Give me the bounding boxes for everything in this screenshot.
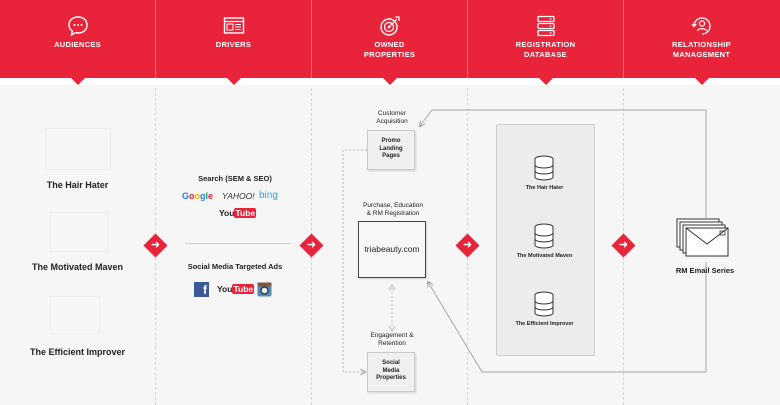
- flow-connectors: [342, 109, 600, 405]
- yahoo-logo: YAHOO!: [222, 191, 255, 201]
- database-label: The Hair Hater: [525, 185, 564, 191]
- arrow-right-icon: ➜: [462, 239, 473, 251]
- chat-bubble-icon: [67, 16, 88, 37]
- header-col-audiences: AUDIENCES: [0, 0, 155, 78]
- header-label: AUDIENCES: [54, 40, 101, 49]
- audience-label: The Motivated Maven: [31, 262, 123, 272]
- header-divider: [311, 0, 312, 78]
- header-divider: [467, 0, 468, 78]
- target-icon: [379, 16, 400, 36]
- database-icon: [534, 223, 554, 249]
- header-notch: [695, 78, 709, 85]
- person-cycle-icon: [691, 17, 711, 35]
- database-server-icon: [536, 15, 555, 37]
- email-stack-icon: [676, 218, 729, 257]
- header-notch: [227, 78, 241, 85]
- faded-image-placeholder: [50, 296, 100, 334]
- database-icon: [534, 291, 554, 317]
- header-notch: [71, 78, 85, 85]
- bing-logo: bing: [259, 190, 278, 201]
- faded-image-placeholder: [45, 128, 111, 170]
- audience-label: The Hair Hater: [46, 180, 109, 190]
- browser-window-icon: [223, 17, 244, 34]
- purchase-label: Purchase, Education & RM Registration: [363, 202, 423, 217]
- header-label: DRIVERS: [215, 40, 252, 49]
- header-divider: [155, 0, 156, 78]
- arrow-right-icon: ➜: [306, 239, 317, 251]
- main-site-box: triabeauty.com: [358, 221, 426, 278]
- instagram-icon: [257, 282, 272, 297]
- header-divider: [623, 0, 624, 78]
- promo-landing-pages-box: Promo Landing Pages: [367, 130, 415, 170]
- facebook-icon: f: [194, 282, 209, 297]
- search-title: Search (SEM & SEO): [198, 174, 272, 183]
- arrow-right-icon: ➜: [618, 239, 629, 251]
- audience-label: The Efficient Improver: [29, 347, 126, 357]
- arrow-right-icon: ➜: [150, 239, 161, 251]
- social-title: Social Media Targeted Ads: [187, 262, 283, 271]
- feedback-connectors: [420, 109, 707, 373]
- social-media-properties-box: Social Media Properties: [367, 352, 415, 392]
- header-col-drivers: DRIVERS: [156, 0, 311, 78]
- database-icon: [534, 155, 554, 181]
- email-series-label: RM Email Series: [675, 266, 735, 275]
- database-label: The Motivated Maven: [516, 253, 573, 259]
- youtube-logo: YouTube: [217, 284, 255, 294]
- youtube-logo: YouTube: [219, 208, 257, 218]
- acquisition-label: Customer Acquisition: [376, 110, 408, 125]
- database-label: The Efficient Improver: [515, 321, 574, 327]
- drivers-divider: [185, 243, 291, 244]
- faded-image-placeholder: [50, 212, 108, 252]
- header-notch: [383, 78, 397, 85]
- header-notch: [539, 78, 553, 85]
- engagement-label: Engagement & Retention: [370, 332, 414, 347]
- google-logo: Google: [182, 191, 214, 201]
